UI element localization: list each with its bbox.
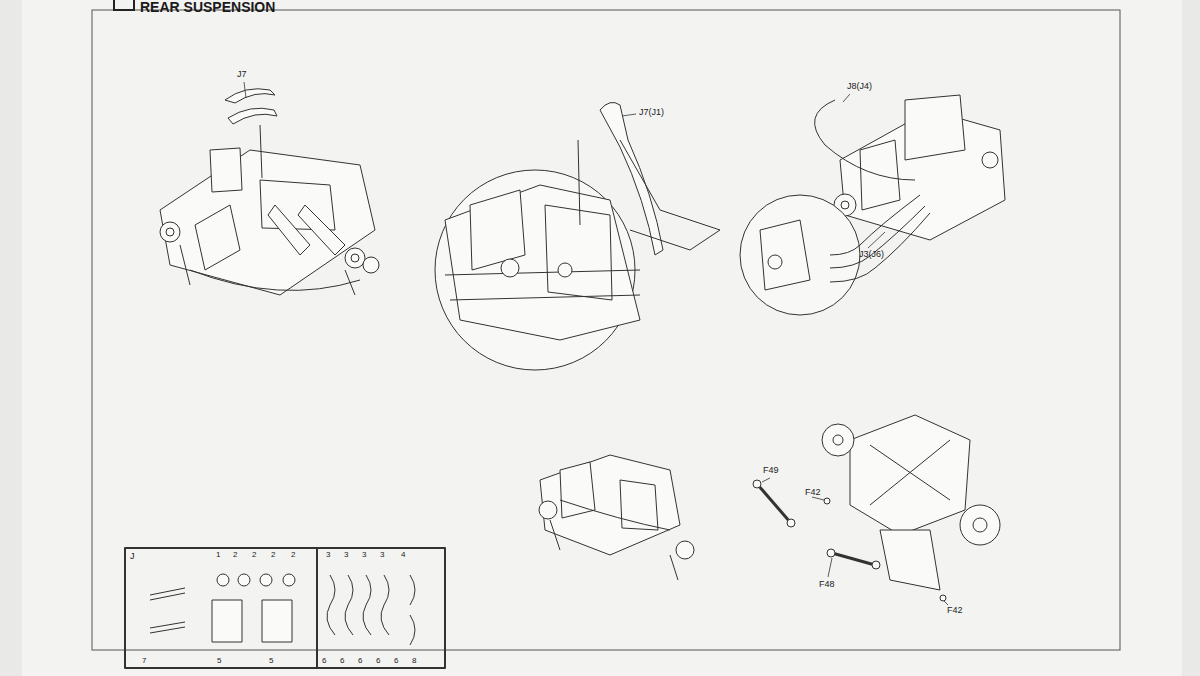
sprue-number: 4 bbox=[400, 551, 406, 559]
sprue-number: 5 bbox=[216, 657, 222, 665]
section-title: REAR SUSPENSION bbox=[140, 0, 275, 14]
sprue-number: 7 bbox=[141, 657, 147, 665]
sprue-number: 1 bbox=[215, 551, 221, 559]
sprue-number: 6 bbox=[375, 657, 381, 665]
chassis-drawing bbox=[160, 89, 379, 295]
part-label: J7 bbox=[236, 70, 248, 79]
sprue-frame bbox=[125, 548, 445, 668]
sprue-number: 6 bbox=[321, 657, 327, 665]
part-label: J3(J6) bbox=[858, 250, 885, 259]
sprue-number: J bbox=[129, 552, 136, 561]
sprue-number: 2 bbox=[270, 551, 276, 559]
sprue-number: 3 bbox=[379, 551, 385, 559]
sprue-number: 3 bbox=[325, 551, 331, 559]
sprue-number: 2 bbox=[290, 551, 296, 559]
chassis-drawing bbox=[539, 455, 694, 580]
sprue-number: 3 bbox=[361, 551, 367, 559]
part-label: F49 bbox=[762, 466, 780, 475]
part-label: F42 bbox=[804, 488, 822, 497]
page-frame bbox=[92, 10, 1120, 650]
sprue-number: 6 bbox=[393, 657, 399, 665]
chassis-drawing bbox=[740, 95, 1005, 315]
sprue-number: 6 bbox=[357, 657, 363, 665]
leader-lines bbox=[244, 82, 948, 605]
sprue-number: 2 bbox=[251, 551, 257, 559]
sprue-number: 2 bbox=[232, 551, 238, 559]
sprue-number: 6 bbox=[339, 657, 345, 665]
part-label: J8(J4) bbox=[846, 82, 873, 91]
paper bbox=[22, 0, 1182, 676]
detail-zoom bbox=[435, 102, 720, 370]
sprue-number: 5 bbox=[268, 657, 274, 665]
sprue-number: 8 bbox=[411, 657, 417, 665]
step-box bbox=[114, 0, 134, 10]
sprue-number: 3 bbox=[343, 551, 349, 559]
part-label: J7(J1) bbox=[638, 108, 665, 117]
part-label: F42 bbox=[946, 606, 964, 615]
chassis-drawing bbox=[753, 415, 1000, 601]
part-label: F48 bbox=[818, 580, 836, 589]
